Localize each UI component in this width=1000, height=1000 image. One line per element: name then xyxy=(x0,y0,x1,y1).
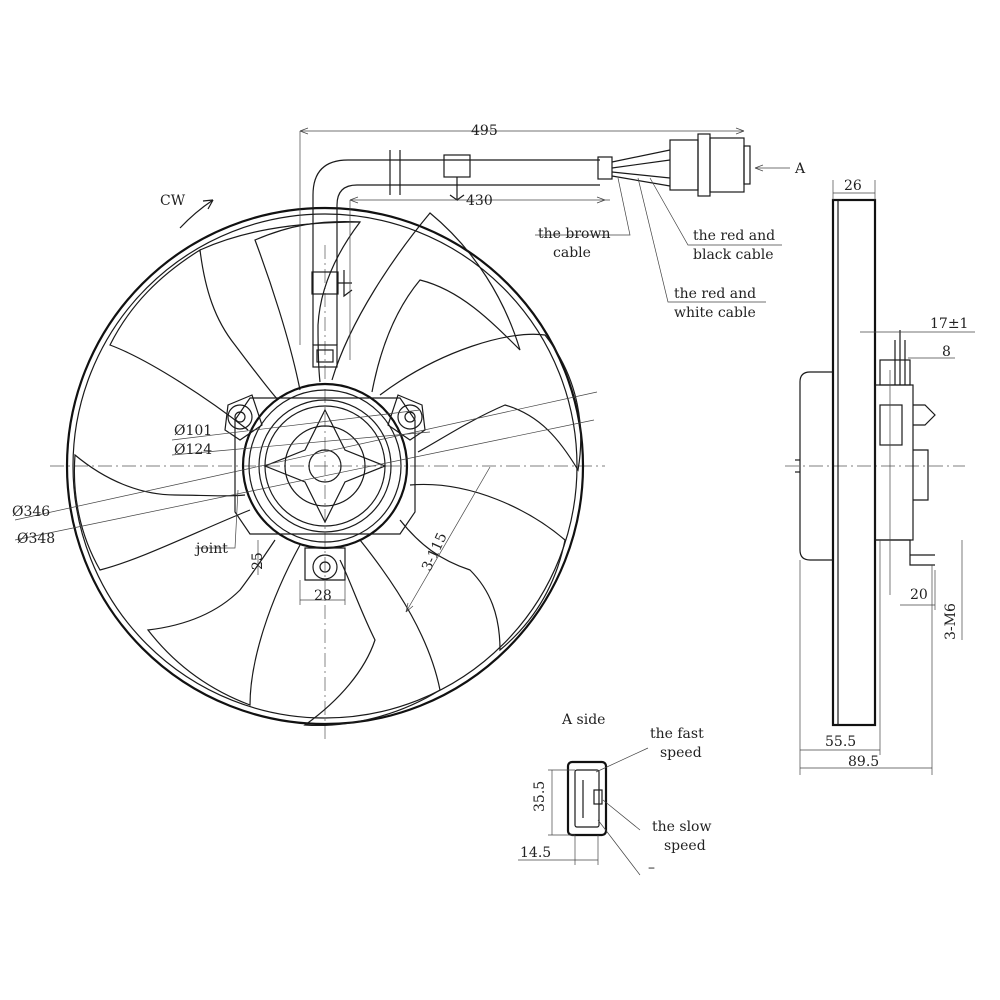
dim-20: 20 xyxy=(910,587,928,603)
front-view xyxy=(14,127,790,740)
outer-ring-348 xyxy=(65,206,585,726)
length-dimensions xyxy=(299,127,790,360)
rotation-label: CW xyxy=(160,193,186,209)
dim-28: 28 xyxy=(314,588,332,604)
view-marker-a: A xyxy=(794,161,806,177)
mount-lug-bottom xyxy=(312,554,338,580)
mount-lug-right xyxy=(397,404,423,430)
label-brown-cable-1: the brown xyxy=(538,226,610,242)
dim-3-115: 3-115 xyxy=(419,530,451,573)
dim-35-5: 35.5 xyxy=(532,781,548,812)
dim-55-5: 55.5 xyxy=(825,734,856,750)
outer-ring-346 xyxy=(72,213,578,719)
dim-89-5: 89.5 xyxy=(848,754,879,770)
rotation-arrow xyxy=(179,199,214,229)
label-brown-cable-2: cable xyxy=(553,245,591,261)
dim-d346: Ø346 xyxy=(12,504,50,520)
cable-leaders xyxy=(535,177,782,303)
dim-8: 8 xyxy=(942,344,951,360)
mount-lug-left xyxy=(227,404,253,430)
fan-blades xyxy=(73,212,582,727)
a-side-view xyxy=(518,747,649,876)
dim-3m6: 3-M6 xyxy=(943,603,959,640)
plug-body xyxy=(669,139,699,191)
dim-d101: Ø101 xyxy=(174,423,212,439)
cable-harness xyxy=(311,133,751,345)
hub-connector xyxy=(312,344,338,368)
label-dash: – xyxy=(648,860,655,876)
dim-430: 430 xyxy=(466,193,493,209)
label-a-side: A side xyxy=(561,712,605,728)
dim-d124: Ø124 xyxy=(174,442,212,458)
label-fast-1: the fast xyxy=(650,726,704,742)
label-red-white-1: the red and xyxy=(674,286,756,302)
label-slow-1: the slow xyxy=(652,819,711,835)
dim-d348: Ø348 xyxy=(17,531,55,547)
diameter-leaders xyxy=(14,391,598,613)
dim-17: 17±1 xyxy=(930,316,968,332)
label-fast-2: speed xyxy=(660,745,702,761)
dim-495: 495 xyxy=(471,123,498,139)
shroud-side xyxy=(831,198,877,727)
dim-14-5: 14.5 xyxy=(520,845,551,861)
side-view xyxy=(785,180,975,775)
shaft-boss xyxy=(308,449,342,483)
label-joint: joint xyxy=(194,541,228,557)
dim-25: 25 xyxy=(250,552,266,570)
label-red-black-1: the red and xyxy=(693,228,775,244)
motor-side-body xyxy=(799,371,833,561)
label-slow-2: speed xyxy=(664,838,706,854)
connector-face xyxy=(566,760,608,837)
motor-hub xyxy=(224,344,426,581)
label-red-black-2: black cable xyxy=(693,247,773,263)
label-red-white-2: white cable xyxy=(674,305,756,321)
dim-26: 26 xyxy=(844,178,862,194)
